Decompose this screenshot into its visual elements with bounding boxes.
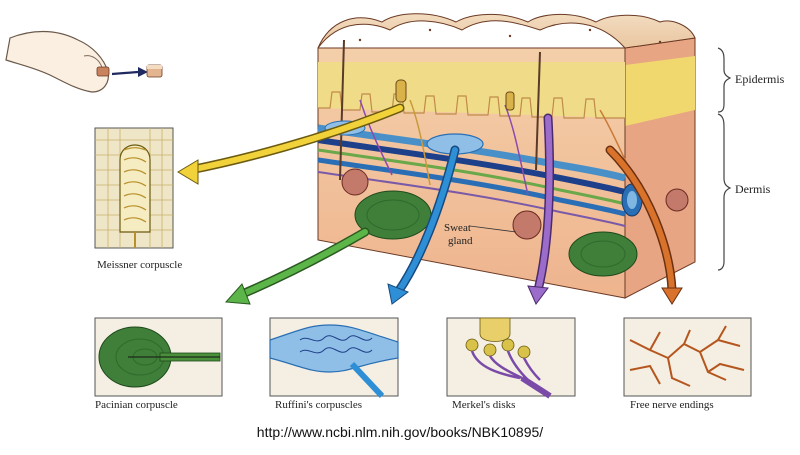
ruffini-panel (269, 317, 399, 399)
skin-block (317, 13, 696, 299)
sweat-gland-label-line1: Sweat (444, 222, 471, 234)
free-nerve-label: Free nerve endings (630, 399, 714, 411)
pacinian-label: Pacinian corpuscle (95, 399, 178, 411)
sweat-gland-label-line2: gland (448, 235, 473, 247)
finger-icon (5, 30, 110, 93)
pacinian-arrow (237, 229, 368, 298)
pacinian-panel (94, 317, 223, 397)
ruffini-arrow (395, 147, 458, 295)
dermis-label: Dermis (735, 182, 771, 196)
skin-sample-icon (146, 64, 163, 78)
merkel-arrow (535, 115, 553, 293)
free-nerve-arrow (607, 147, 675, 293)
epidermis-bracket (717, 47, 732, 113)
meissner-label: Meissner corpuscle (97, 259, 183, 271)
dermis-bracket (717, 113, 732, 271)
merkel-label: Merkel's disks (452, 399, 516, 411)
meissner-panel (94, 127, 174, 249)
source-url[interactable]: http://www.ncbi.nlm.nih.gov/books/NBK108… (256, 424, 544, 440)
meissner-arrow (187, 105, 403, 173)
epidermis-label: Epidermis (735, 72, 785, 86)
free-nerve-panel (623, 317, 752, 397)
merkel-panel (446, 317, 576, 399)
ruffini-label: Ruffini's corpuscles (275, 399, 363, 411)
